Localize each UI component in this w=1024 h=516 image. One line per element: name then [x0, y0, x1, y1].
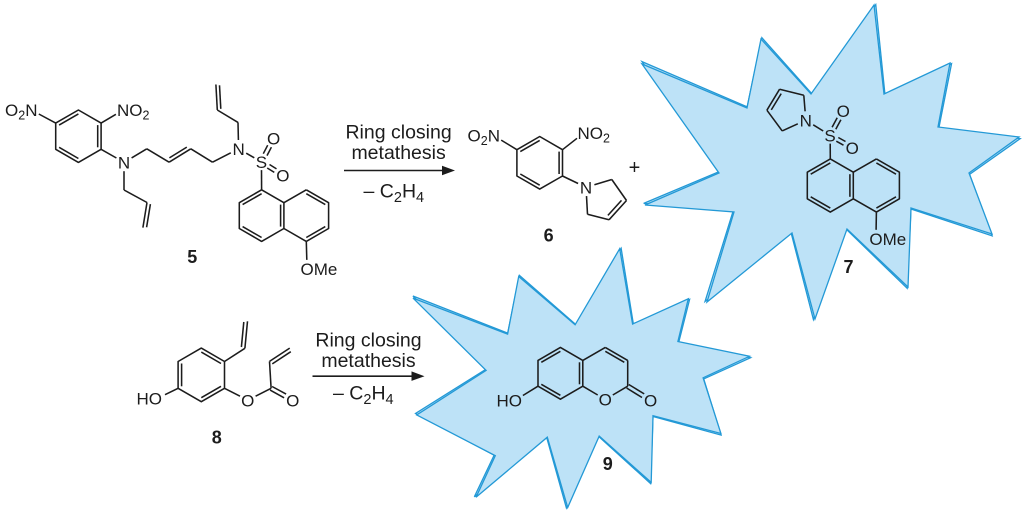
svg-text:– C2H4: – C2H4	[333, 382, 394, 408]
svg-text:O: O	[286, 391, 299, 410]
svg-text:9: 9	[603, 454, 613, 474]
svg-text:+: +	[629, 157, 641, 179]
svg-text:7: 7	[843, 257, 853, 277]
svg-text:O2N: O2N	[468, 127, 500, 149]
svg-text:O: O	[837, 102, 850, 121]
svg-text:OMe: OMe	[869, 230, 906, 249]
svg-text:5: 5	[187, 247, 197, 267]
svg-text:N: N	[118, 154, 130, 173]
svg-text:– C2H4: – C2H4	[364, 181, 425, 207]
svg-text:N: N	[232, 140, 244, 159]
svg-text:Ring closing: Ring closing	[345, 122, 451, 144]
svg-text:S: S	[824, 127, 835, 146]
svg-text:NO2: NO2	[117, 101, 150, 123]
svg-text:O: O	[267, 130, 280, 149]
svg-text:metathesis: metathesis	[351, 142, 446, 164]
svg-text:NO2: NO2	[578, 124, 611, 146]
svg-text:O: O	[599, 391, 612, 410]
svg-text:OMe: OMe	[301, 260, 338, 279]
svg-text:8: 8	[212, 428, 222, 448]
svg-text:N: N	[800, 111, 812, 130]
svg-text:HO: HO	[137, 390, 163, 409]
svg-text:HO: HO	[497, 391, 523, 410]
svg-text:O: O	[276, 167, 289, 186]
svg-text:O: O	[241, 391, 254, 410]
svg-text:N: N	[580, 179, 592, 198]
svg-text:O: O	[846, 139, 859, 158]
svg-text:O: O	[644, 392, 657, 411]
svg-text:metathesis: metathesis	[321, 350, 416, 372]
svg-text:O2N: O2N	[5, 101, 37, 123]
svg-text:6: 6	[544, 226, 554, 246]
svg-text:S: S	[256, 153, 267, 172]
svg-text:Ring closing: Ring closing	[315, 330, 421, 352]
